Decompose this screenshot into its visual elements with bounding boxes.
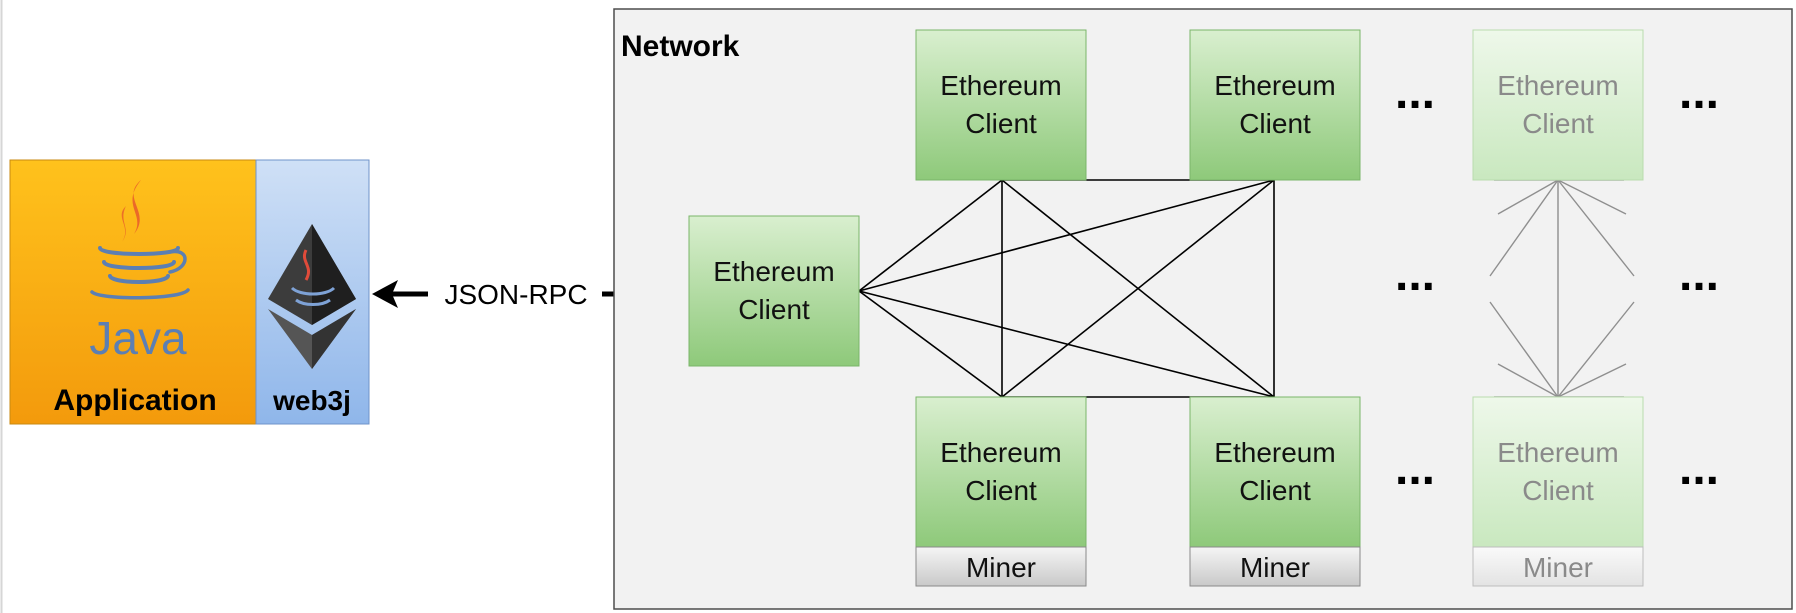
miner-label: Miner [1240, 552, 1310, 583]
miner-label: Miner [1523, 552, 1593, 583]
ethereum-client-node-bottom-1: Ethereum Client Miner [915, 396, 1087, 587]
ellipsis-group: ... ... ... ... ... ... [1395, 66, 1719, 495]
miner-box [915, 546, 1087, 587]
client-label: Ethereum Client [1214, 437, 1336, 506]
ellipsis-top-middle: ... [1395, 66, 1435, 119]
web3j-block: web3j [255, 159, 370, 425]
ethereum-logo-icon [268, 224, 356, 369]
application-label: Application [53, 384, 216, 417]
ethereum-client-node-top-1: Ethereum Client [915, 29, 1087, 181]
ethereum-client-node-top-2: Ethereum Client [1189, 29, 1361, 181]
miner-label: Miner [966, 552, 1036, 583]
java-logo-icon [90, 180, 190, 300]
client-label: Ethereum Client [1214, 70, 1336, 139]
ethereum-client-node-bottom-2: Ethereum Client Miner [1189, 396, 1361, 587]
miner-box [1472, 546, 1644, 587]
java-application-block: Java Application [9, 159, 257, 425]
web3j-label: web3j [272, 385, 351, 416]
arrow-left-head-icon [372, 280, 398, 308]
miner-box [1189, 546, 1361, 587]
client-label: Ethereum Client [1497, 70, 1619, 139]
ellipsis-bottom-middle: ... [1395, 442, 1435, 495]
ellipsis-bottom-right: ... [1679, 442, 1719, 495]
ethereum-client-node-bottom-3: Ethereum Client Miner [1472, 396, 1644, 587]
java-wordmark: Java [89, 312, 187, 364]
client-label: Ethereum Client [940, 70, 1062, 139]
ellipsis-mid-right: ... [1679, 248, 1719, 301]
network-title: Network [621, 30, 740, 63]
client-label: Ethereum Client [713, 256, 835, 325]
ethereum-client-node-left: Ethereum Client [688, 215, 860, 367]
ellipsis-top-right: ... [1679, 66, 1719, 119]
ellipsis-mid-middle: ... [1395, 248, 1435, 301]
ethereum-client-node-top-3: Ethereum Client [1472, 29, 1644, 181]
client-label: Ethereum Client [1497, 437, 1619, 506]
client-label: Ethereum Client [940, 437, 1062, 506]
json-rpc-label: JSON-RPC [444, 279, 587, 310]
